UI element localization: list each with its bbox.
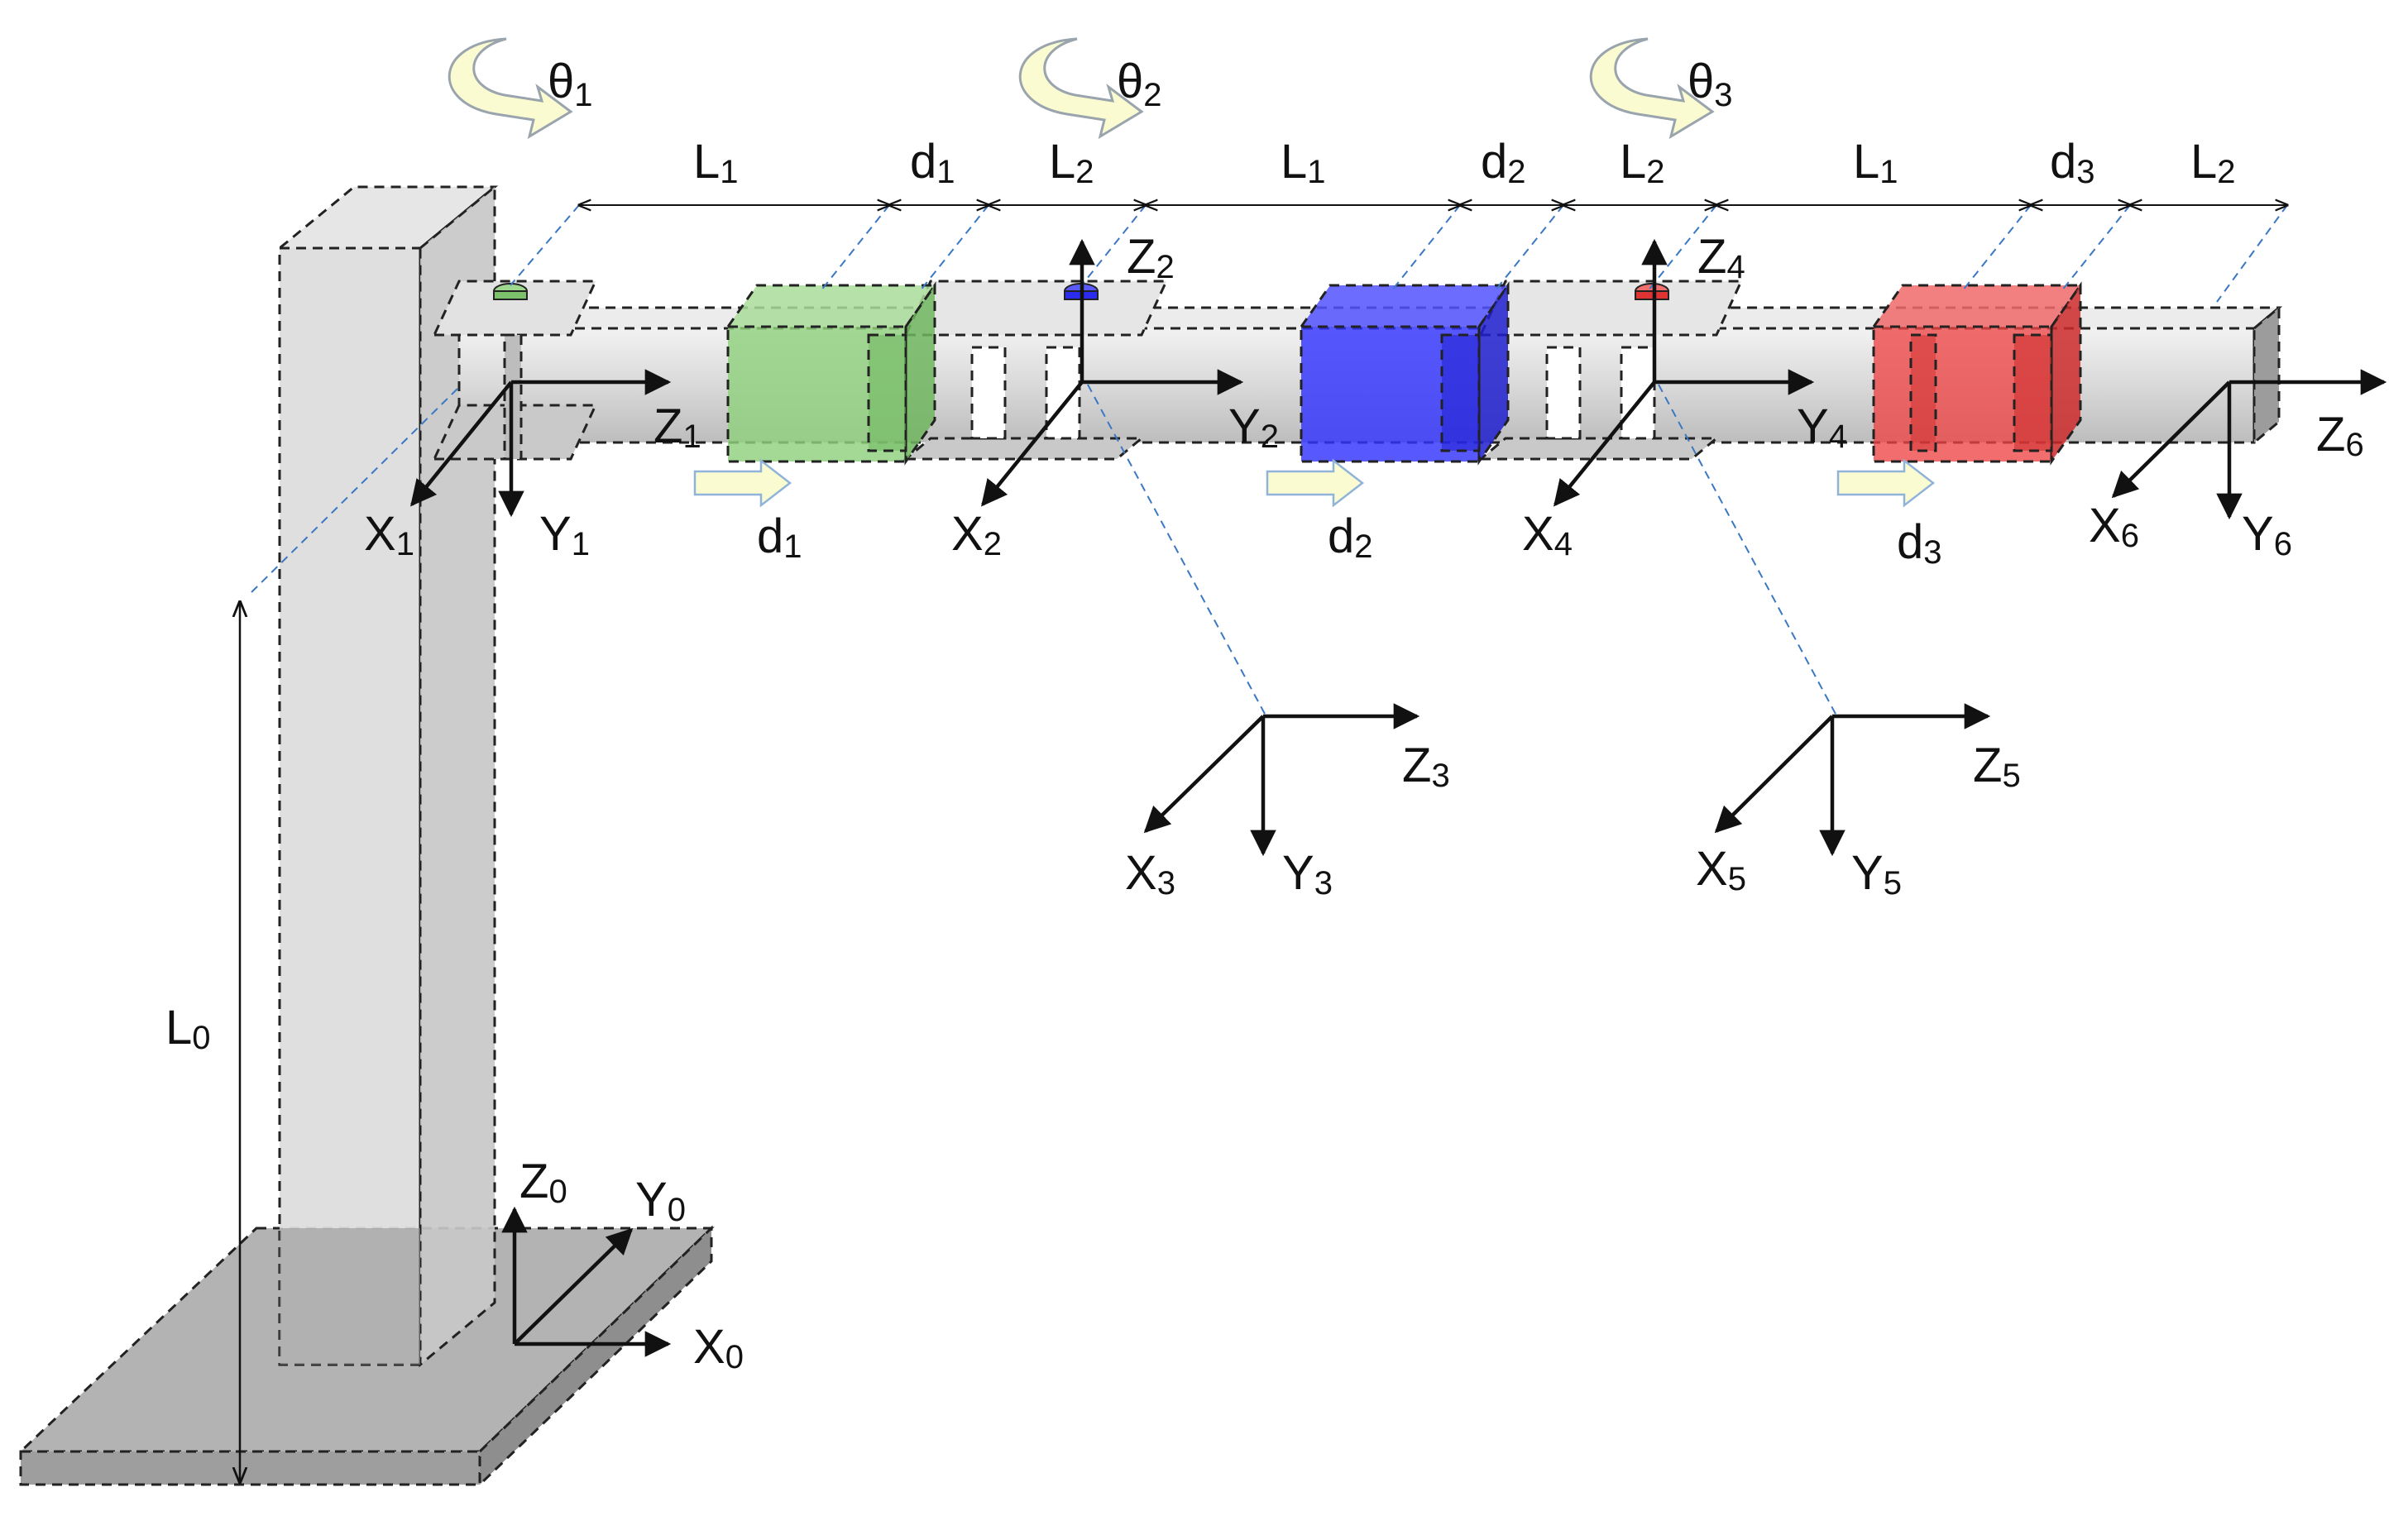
dim-label-l1-b: L1 bbox=[1281, 135, 1326, 190]
joint-plate-1 bbox=[432, 280, 598, 461]
rotation-label-theta1: θ1 bbox=[548, 55, 593, 113]
axis-label-z2: Z2 bbox=[1127, 230, 1175, 285]
dim-label-l2-b: L2 bbox=[1620, 135, 1665, 190]
axis-label-x5: X5 bbox=[1696, 842, 1746, 897]
dim-label-l2-a: L2 bbox=[1049, 135, 1094, 190]
projection-lines bbox=[247, 204, 2288, 716]
axis-label-x0: X0 bbox=[693, 1320, 744, 1375]
dim-label-d1: d1 bbox=[910, 135, 955, 190]
joint-plate-2 bbox=[902, 280, 1169, 461]
dim-label-l1-c: L1 bbox=[1853, 135, 1898, 190]
rotation-label-theta2: θ2 bbox=[1117, 55, 1162, 113]
axis-label-y1: Y1 bbox=[539, 507, 590, 562]
dim-label-d2: d2 bbox=[1481, 135, 1526, 190]
axis-label-z4: Z4 bbox=[1697, 230, 1745, 285]
rotation-label-theta3: θ3 bbox=[1688, 55, 1733, 113]
axis-label-y3: Y3 bbox=[1282, 846, 1333, 901]
vertical-column bbox=[275, 184, 499, 1368]
dim-label-l2-c: L2 bbox=[2190, 135, 2236, 190]
axis-label-y6: Y6 bbox=[2242, 507, 2292, 562]
slider-block-blue bbox=[1299, 281, 1510, 466]
slider-block-green bbox=[725, 281, 937, 466]
axis-label-x3: X3 bbox=[1125, 846, 1175, 901]
axis-label-y2: Y2 bbox=[1228, 399, 1279, 455]
axis-label-y5: Y5 bbox=[1851, 846, 1902, 901]
axis-label-z1: Z1 bbox=[653, 399, 701, 455]
axis-label-x2: X2 bbox=[951, 507, 1002, 562]
slide-direction-arrows bbox=[693, 458, 1936, 508]
slide-label-d3: d3 bbox=[1897, 515, 1942, 571]
axis-label-x6: X6 bbox=[2089, 499, 2139, 554]
dim-label-l1-a: L1 bbox=[693, 135, 739, 190]
axis-label-y0: Y0 bbox=[635, 1173, 686, 1228]
axis-label-z6: Z6 bbox=[2316, 408, 2364, 463]
slider-block-red bbox=[1871, 281, 2083, 466]
slide-label-d1: d1 bbox=[757, 509, 802, 565]
axis-label-x4: X4 bbox=[1522, 507, 1573, 562]
axis-label-z0: Z0 bbox=[519, 1155, 567, 1210]
base-height-label: L0 bbox=[165, 1001, 211, 1056]
axis-label-z5: Z5 bbox=[1973, 739, 2021, 794]
dim-label-d3: d3 bbox=[2050, 135, 2095, 190]
rotation-arrows bbox=[448, 37, 1715, 140]
axis-label-x1: X1 bbox=[364, 507, 414, 562]
frame-axes bbox=[410, 238, 2387, 1357]
axis-label-y4: Y4 bbox=[1797, 399, 1847, 455]
axis-label-z3: Z3 bbox=[1402, 739, 1450, 794]
slide-label-d2: d2 bbox=[1328, 509, 1373, 565]
